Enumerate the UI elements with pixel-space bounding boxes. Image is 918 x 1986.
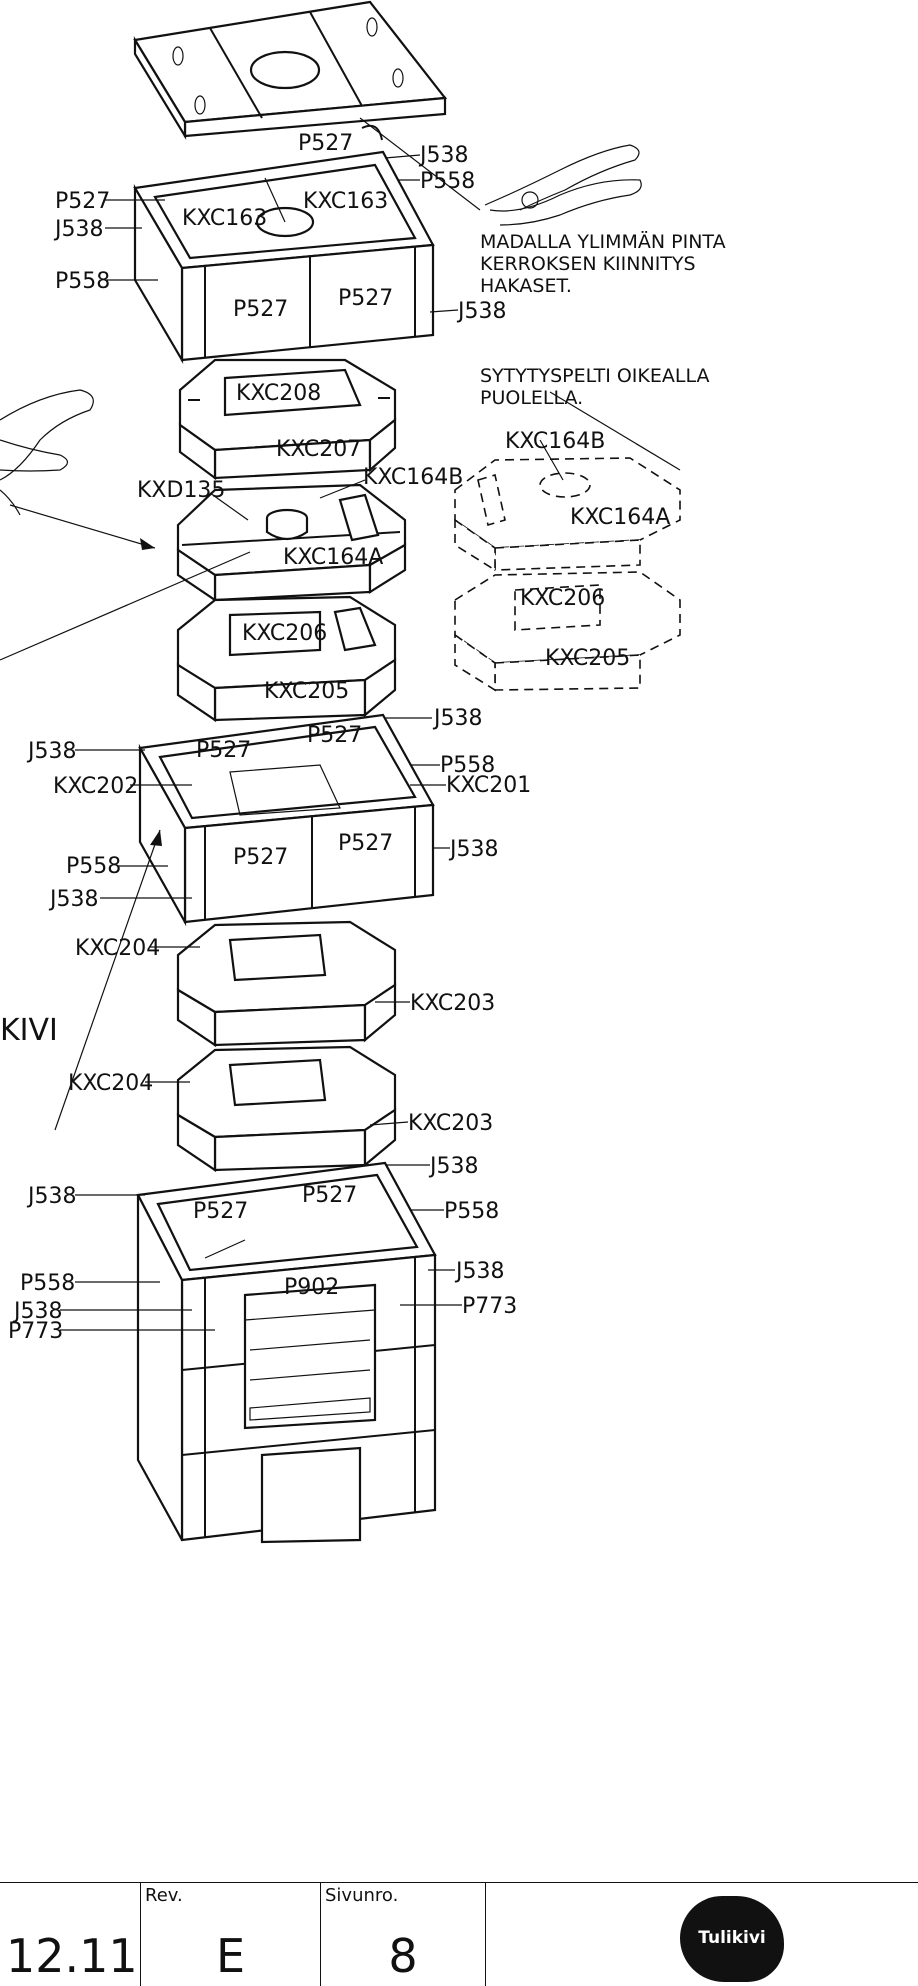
- label-kxd135: KXD135: [137, 478, 225, 503]
- top-cover-slab: [133, 0, 448, 140]
- guide-lines: [0, 117, 681, 1131]
- label-alt-kxc205: KXC205: [545, 646, 630, 671]
- label-alt-kxc206: KXC206: [520, 586, 605, 611]
- damper-plate: [176, 483, 407, 603]
- label-kxc203-b: KXC203: [408, 1111, 493, 1136]
- page-value: 8: [388, 1929, 418, 1983]
- label-bot-p558-l: P558: [20, 1271, 75, 1296]
- note-top-line-1: MADALLA YLIMMÄN PINTA: [480, 230, 726, 253]
- label-mid-kxc202: KXC202: [53, 774, 138, 799]
- title-block-date-cell: 12.11: [0, 1882, 140, 1986]
- rev-label: Rev.: [145, 1885, 183, 1906]
- label-kxc204-a: KXC204: [75, 936, 160, 961]
- label-kxc208: KXC208: [236, 381, 321, 406]
- label-kxc204-b: KXC204: [68, 1071, 153, 1096]
- label-alt-kxc164a: KXC164A: [570, 505, 670, 530]
- page-label: Sivunro.: [325, 1885, 399, 1906]
- alt-ring-dashed: [454, 571, 681, 692]
- label-top-p527-a: P527: [298, 131, 353, 156]
- ring-kxc204-kxc203-lower: [176, 1045, 397, 1173]
- label-top-j538-l: J538: [53, 217, 103, 242]
- label-mid-p527-b2: P527: [307, 723, 362, 748]
- ring-kxc204-kxc203-upper: [176, 920, 397, 1048]
- bottom-firebox: [136, 1161, 437, 1544]
- leader-lines: [60, 154, 462, 1331]
- label-kxc206: KXC206: [242, 621, 327, 646]
- label-alt-kxc164b: KXC164B: [505, 429, 605, 454]
- tulikivi-logo: Tulikivi: [680, 1896, 784, 1982]
- label-top-kxc163-r: KXC163: [303, 189, 388, 214]
- label-bot-j538-l2: J538: [12, 1299, 62, 1324]
- label-mid-kxc201: KXC201: [446, 773, 531, 798]
- label-bot-p527-1: P527: [193, 1199, 248, 1224]
- label-mid-j538-tr: J538: [432, 706, 482, 731]
- label-bot-j538-l: J538: [26, 1184, 76, 1209]
- note-top-line-2: KERROKSEN KIINNITYS: [480, 253, 696, 275]
- date-fragment: 12.11: [6, 1929, 138, 1983]
- label-kxc164a: KXC164A: [283, 545, 383, 570]
- label-bot-j538-tr: J538: [428, 1154, 478, 1179]
- rev-value: E: [215, 1929, 246, 1983]
- label-bot-p902: P902: [284, 1275, 339, 1300]
- label-top-p527-f2: P527: [338, 286, 393, 311]
- label-top-p558-l: P558: [55, 269, 110, 294]
- label-bot-p773-r: P773: [462, 1294, 517, 1319]
- upper-course-box: [133, 124, 435, 365]
- title-block: 12.11 Rev. E Sivunro. 8 Tulikivi: [0, 1882, 918, 1986]
- label-bot-p558-r: P558: [444, 1199, 499, 1224]
- logo-text: Tulikivi: [698, 1928, 766, 1948]
- part-labels: P527 J538 P558 P527 J538 KXC163 KXC163 P…: [0, 131, 670, 1344]
- label-mid-p527-f1: P527: [233, 845, 288, 870]
- label-top-j538-fr: J538: [456, 299, 506, 324]
- label-kxc164b: KXC164B: [363, 465, 463, 490]
- side-text-kivi: KIVI: [0, 1013, 58, 1048]
- note-damper: SYTYTYSPELTI OIKEALLA PUOLELLA.: [480, 365, 709, 409]
- note-damper-line-1: SYTYTYSPELTI OIKEALLA: [480, 365, 709, 387]
- title-block-page-cell: Sivunro. 8: [320, 1882, 485, 1986]
- label-top-p527-f1: P527: [233, 297, 288, 322]
- left-tool-illustration: [0, 389, 94, 516]
- label-top-p527-l: P527: [55, 189, 110, 214]
- label-bot-p773-l: P773: [8, 1319, 63, 1344]
- label-mid-j538-fr: J538: [448, 837, 498, 862]
- label-top-j538-r: J538: [418, 143, 468, 168]
- note-damper-line-2: PUOLELLA.: [480, 387, 583, 409]
- title-block-rev-cell: Rev. E: [140, 1882, 320, 1986]
- label-mid-j538-l: J538: [26, 739, 76, 764]
- label-bot-j538-r: J538: [454, 1259, 504, 1284]
- label-bot-p527-2: P527: [302, 1183, 357, 1208]
- note-top-line-3: HAKASET.: [480, 275, 572, 297]
- ring-kxc206-kxc205: [176, 595, 397, 723]
- label-mid-p527-b1: P527: [196, 738, 251, 763]
- ring-kxc208-kxc207: [178, 358, 397, 481]
- label-mid-p558-r: P558: [440, 753, 495, 778]
- label-kxc207: KXC207: [276, 437, 361, 462]
- pliers-illustration: [484, 144, 642, 226]
- label-kxc203-a: KXC203: [410, 991, 495, 1016]
- label-mid-p527-f2: P527: [338, 831, 393, 856]
- note-top: MADALLA YLIMMÄN PINTA KERROKSEN KIINNITY…: [480, 230, 726, 297]
- alt-damper-plate-dashed: [454, 457, 681, 572]
- label-mid-j538-bl: J538: [48, 887, 98, 912]
- label-top-p558-r: P558: [420, 169, 475, 194]
- middle-course-box: [138, 713, 435, 927]
- title-block-logo-cell: [485, 1882, 918, 1986]
- label-mid-p558-l: P558: [66, 854, 121, 879]
- label-kxc205: KXC205: [264, 679, 349, 704]
- label-top-kxc163-l: KXC163: [182, 206, 267, 231]
